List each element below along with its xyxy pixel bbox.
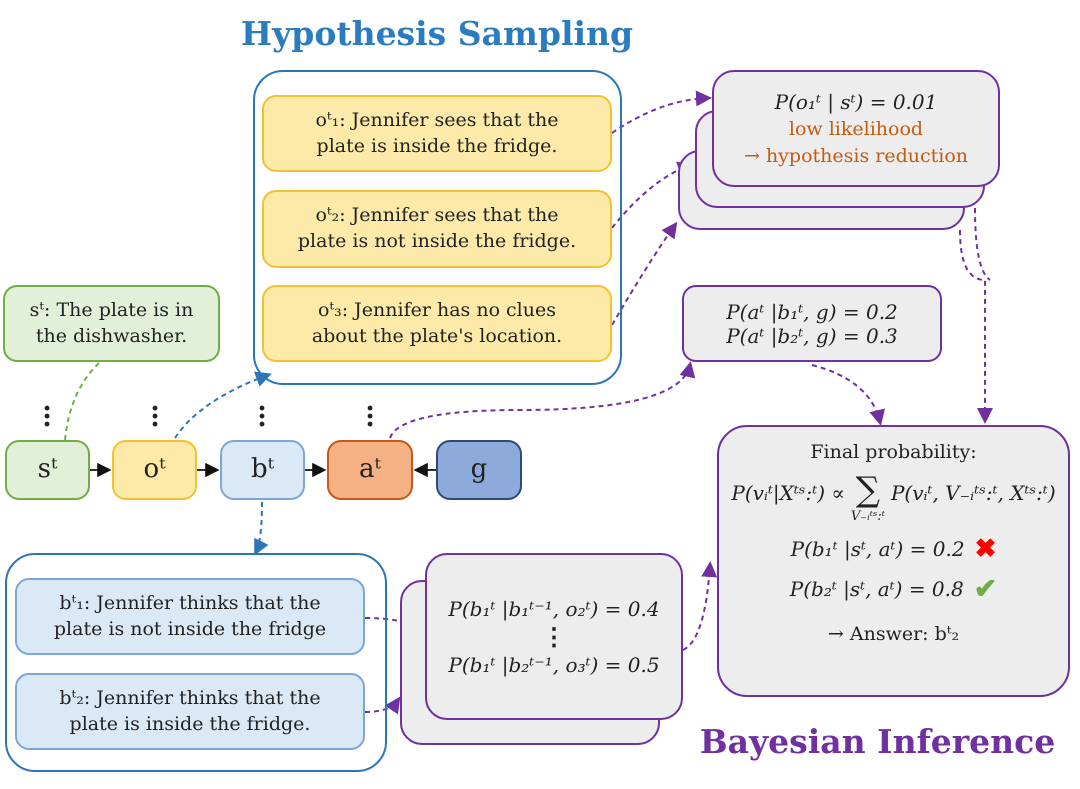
state-description: sᵗ: The plate is in the dishwasher.	[3, 285, 220, 362]
dots-s: ···	[42, 394, 52, 440]
node-state: sᵗ	[5, 440, 90, 500]
sum-symbol: ∑	[855, 470, 881, 510]
action-probs-card: P(aᵗ |b₁ᵗ, g) = 0.2 P(aᵗ |b₂ᵗ, g) = 0.3	[682, 285, 942, 362]
low-likelihood-note: low likelihood	[788, 117, 924, 140]
belief-prob-1: P(b₁ᵗ |b₁ᵗ⁻¹, o₂ᵗ) = 0.4	[448, 596, 660, 621]
check-icon: ✔	[973, 572, 998, 605]
formula-lhs: P(vᵢᵗ|Xᵗˢ:ᵗ) ∝	[731, 481, 845, 505]
belief-hypothesis-1: bᵗ₁: Jennifer thinks that the plate is n…	[15, 578, 365, 655]
final-prob-1: P(b₁ᵗ |sᵗ, aᵗ) = 0.2	[790, 537, 965, 561]
arrow-likelihood-final	[959, 229, 993, 424]
hypothesis-sampling-title: Hypothesis Sampling	[240, 14, 634, 53]
final-heading: Final probability:	[810, 441, 977, 463]
arrow-a-action	[389, 361, 696, 439]
link-s-state	[64, 361, 101, 441]
observation-hypothesis-1: oᵗ₁: Jennifer sees that the plate is ins…	[262, 95, 612, 172]
arrow-o1-likelihood	[611, 90, 712, 134]
final-formula: P(vᵢᵗ|Xᵗˢ:ᵗ) ∝ ∑ V₋ᵢᵗˢ:ᵗ P(vᵢᵗ, V₋ᵢᵗˢ:ᵗ,…	[731, 471, 1055, 524]
belief-probs-card: P(b₁ᵗ |b₁ᵗ⁻¹, o₂ᵗ) = 0.4 ⋮ P(b₁ᵗ |b₂ᵗ⁻¹,…	[425, 553, 683, 720]
dots-o: ···	[150, 394, 160, 440]
arrow-action-final	[811, 364, 885, 426]
node-observation: oᵗ	[112, 440, 197, 500]
likelihood-card: P(o₁ᵗ | sᵗ) = 0.01 low likelihood → hypo…	[712, 70, 1000, 187]
arrow-o-hypotheses	[174, 371, 272, 439]
bayesian-inference-title: Bayesian Inference	[699, 722, 1056, 761]
sum-subscript: V₋ᵢᵗˢ:ᵗ	[850, 509, 885, 524]
final-prob-1-row: P(b₁ᵗ |sᵗ, aᵗ) = 0.2 ✖	[791, 534, 997, 564]
dots-b: ···	[257, 394, 267, 440]
belief-hypothesis-2: bᵗ₂: Jennifer thinks that the plate is i…	[15, 673, 365, 750]
belief-container	[5, 553, 387, 772]
hypothesis-container	[253, 70, 622, 385]
vertical-ellipsis: ⋮	[542, 621, 566, 651]
hypothesis-reduction-note: → hypothesis reduction	[743, 144, 969, 167]
observation-hypothesis-3: oᵗ₃: Jennifer has no clues about the pla…	[262, 285, 612, 362]
dots-a: ···	[365, 394, 375, 440]
final-probability-card: Final probability: P(vᵢᵗ|Xᵗˢ:ᵗ) ∝ ∑ V₋ᵢᵗ…	[717, 425, 1070, 697]
likelihood-formula: P(o₁ᵗ | sᵗ) = 0.01	[774, 89, 938, 114]
final-answer: → Answer: bᵗ₂	[827, 623, 960, 645]
arrow-o3-likelihood	[611, 221, 678, 326]
arrow-b1-probs	[364, 615, 424, 630]
node-belief: bᵗ	[220, 440, 305, 500]
belief-prob-2: P(b₁ᵗ |b₂ᵗ⁻¹, o₃ᵗ) = 0.5	[448, 652, 660, 677]
action-prob-2: P(aᵗ |b₂ᵗ, g) = 0.3	[726, 323, 898, 348]
sum-group: ∑ V₋ᵢᵗˢ:ᵗ	[851, 471, 885, 524]
cross-icon: ✖	[974, 534, 997, 564]
node-goal: g	[436, 440, 522, 500]
arrow-probs-final	[682, 561, 718, 651]
action-prob-1: P(aᵗ |b₁ᵗ, g) = 0.2	[726, 299, 898, 324]
arrow-b-beliefs	[254, 501, 269, 556]
final-prob-2: P(b₂ᵗ |sᵗ, aᵗ) = 0.8	[789, 576, 964, 601]
final-prob-2-row: P(b₂ᵗ |sᵗ, aᵗ) = 0.8 ✔	[790, 572, 997, 605]
observation-hypothesis-2: oᵗ₂: Jennifer sees that the plate is not…	[262, 190, 612, 268]
node-action: aᵗ	[327, 440, 413, 500]
formula-rhs: P(vᵢᵗ, V₋ᵢᵗˢ:ᵗ, Xᵗˢ:ᵗ)	[890, 481, 1056, 505]
arrow-likelihood-merge	[974, 207, 991, 281]
